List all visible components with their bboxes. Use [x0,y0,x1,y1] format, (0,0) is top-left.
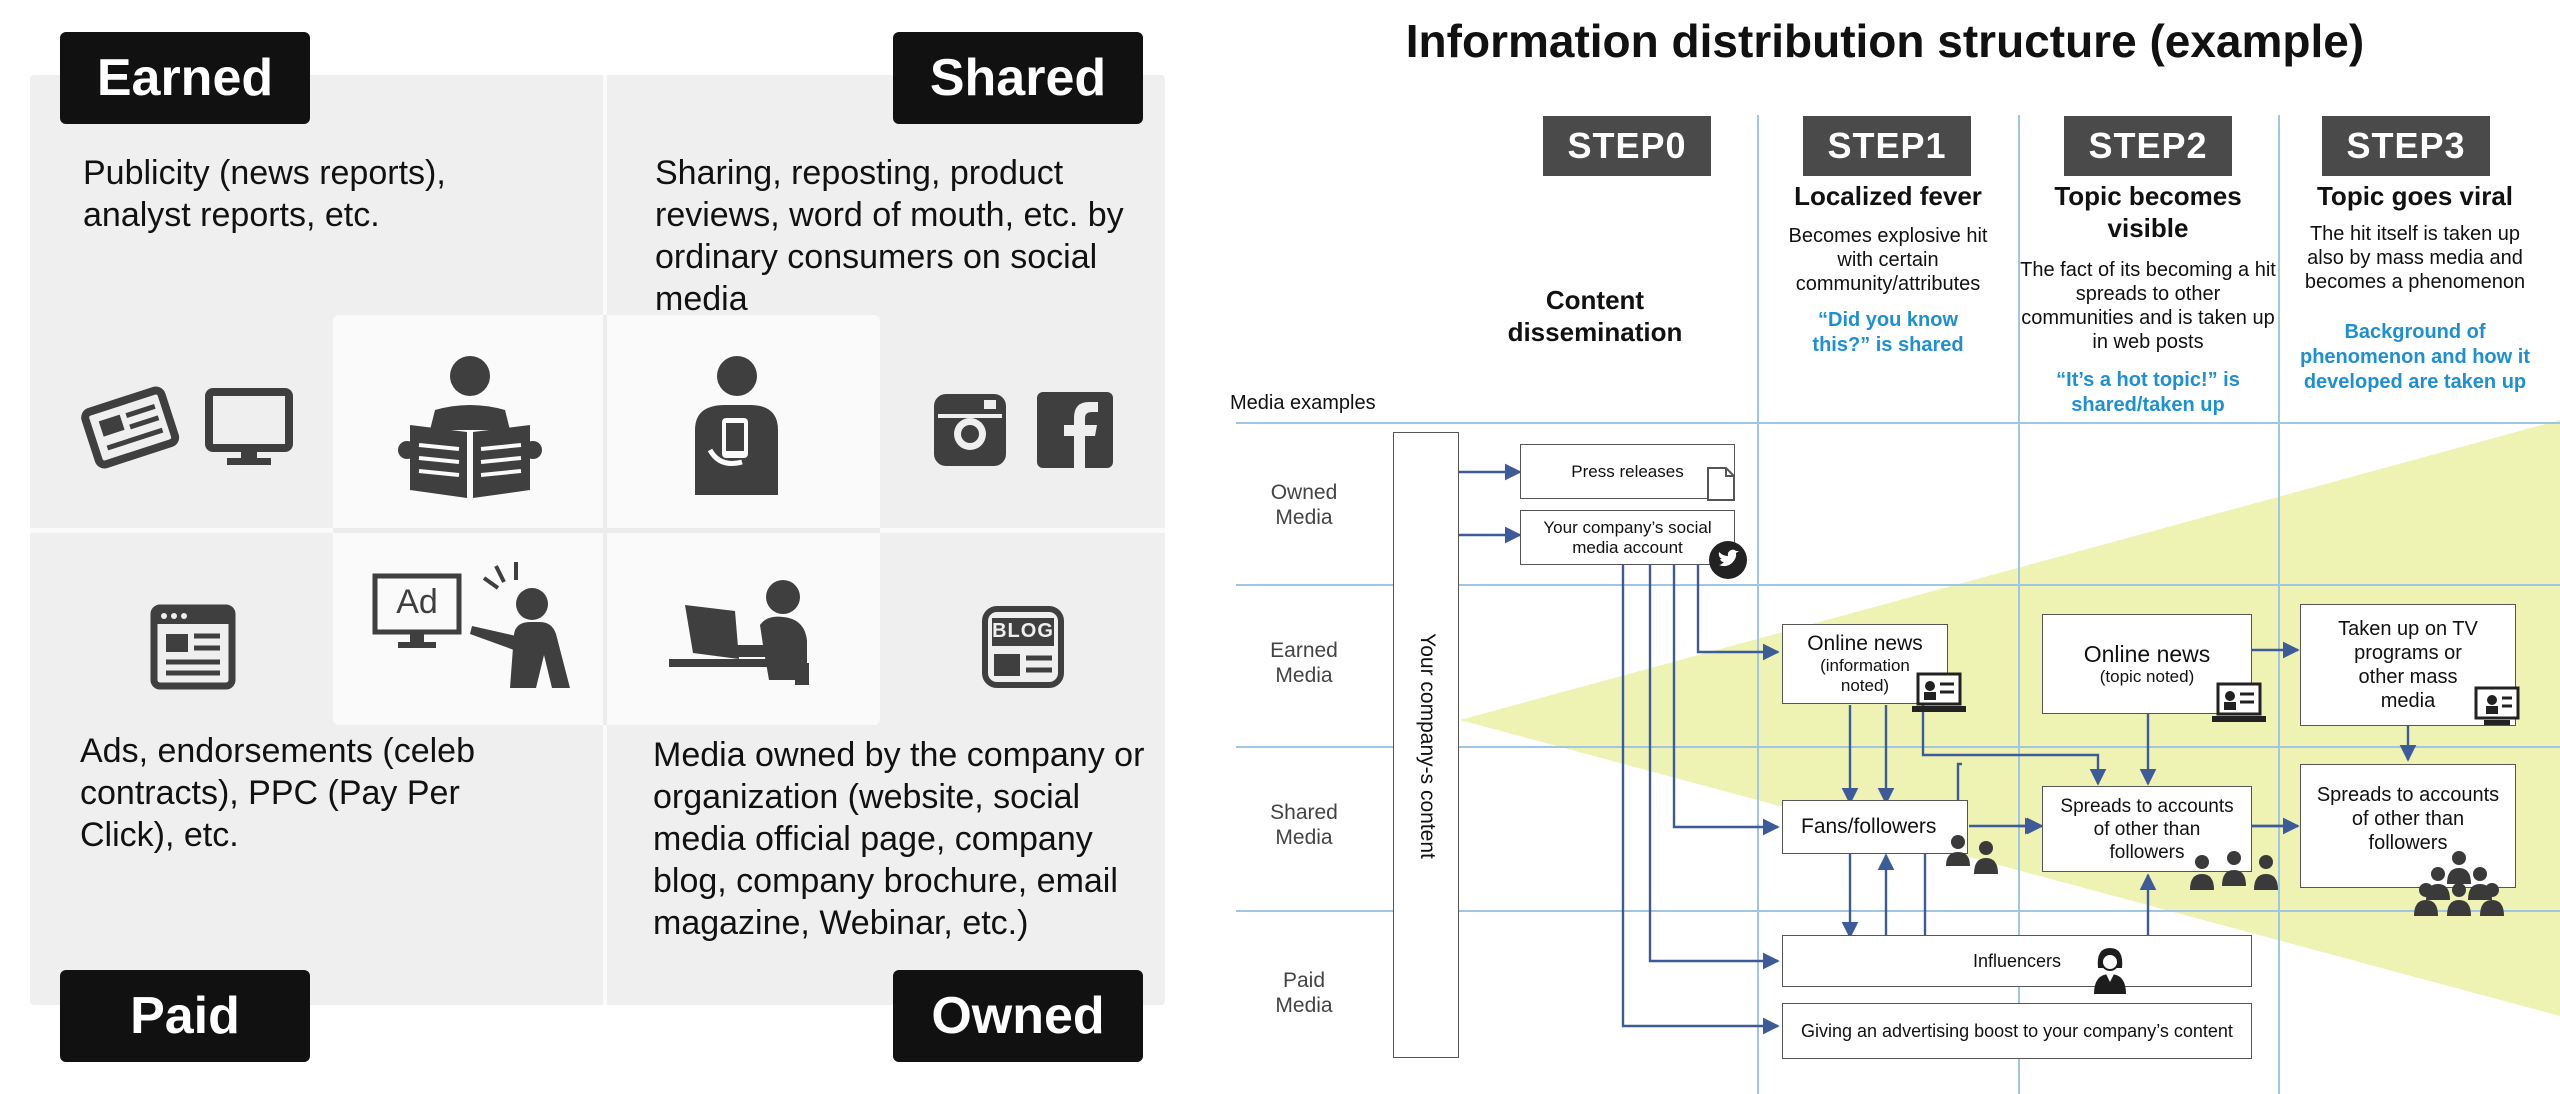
paid-description: Ads, endorsements (celeb contracts), PPC… [80,732,475,854]
row-label-paid: Paid Media [1275,969,1333,1017]
earned-tag: Earned [60,32,310,124]
online-news-info-box: Online news (information noted) [1782,624,1948,704]
paid-tag: Paid [60,970,310,1062]
step-divider-3 [2278,115,2280,1094]
step2-description: The fact of its becoming a hit spreads t… [2020,259,2276,353]
row-separator-top [1236,422,2560,424]
row-label-shared: Shared Media [1270,801,1338,849]
document-icon [1707,467,1735,501]
followers-people-icon [1946,835,1998,874]
media-examples-label: Media examples [1230,392,1376,414]
ad-label: Ad [396,583,438,621]
fans-followers-box: Fans/followers [1782,800,1968,854]
center-divider-vertical [603,315,607,725]
ad-monitor-icon: Ad [372,573,462,653]
tv-presenter-icon [2474,686,2520,725]
crowd-icon-large [2414,851,2504,916]
person-reading-newspaper-icon [398,356,542,498]
influencers-box: Influencers [1782,935,2252,987]
influencer-person-icon [2094,948,2126,994]
peso-quadrant-panel: Earned Shared Paid Owned Publicity (news… [0,0,1210,1094]
person-with-smartphone-icon [695,356,778,495]
blog-icon: BLOG [982,606,1064,688]
step2-highlight: “It’s a hot topic!” is shared/taken up [2056,369,2240,416]
step-divider-1 [1757,115,1759,1094]
step2-tag: STEP2 [2064,116,2232,176]
row-label-earned: Earned Media [1270,639,1338,687]
viral-spread-funnel [1460,420,2560,1016]
facebook-icon [1037,392,1113,468]
press-releases-box: Press releases [1520,444,1735,499]
web-page-icon [150,604,236,690]
spreads-step3-box: Spreads to accounts of other than follow… [2300,764,2516,888]
earned-description: Publicity (news reports), analyst report… [83,154,446,234]
step1-tag: STEP1 [1803,116,1971,176]
advertising-boost-box: Giving an advertising boost to your comp… [1782,1003,2252,1059]
step0-tag: STEP0 [1543,116,1711,176]
twitter-icon [1709,541,1747,579]
row-separator-2 [1236,746,2560,748]
step3-description: The hit itself is taken up also by mass … [2304,223,2526,293]
step3-tag: STEP3 [2322,116,2490,176]
flow-connectors [1459,463,2417,1035]
company-social-account-box: Your company’s social media account [1520,510,1735,565]
owned-tag: Owned [893,970,1143,1062]
center-divider-horizontal [333,528,880,533]
step1-description: Becomes explosive hit with certain commu… [1788,225,1988,295]
newspaper-icon [81,386,180,469]
step3-title: Topic goes viral [2316,181,2513,211]
step0-title: Content dissemination [1507,285,1683,347]
step3-highlight: Background of phenomenon and how it deve… [2300,321,2530,393]
spreads-step2-box: Spreads to accounts of other than follow… [2042,786,2252,872]
person-excited-icon [470,562,570,688]
laptop-news-icon-2 [2212,682,2266,722]
step-divider-2 [2018,115,2020,1094]
step2-title: Topic becomes visible [2054,181,2242,243]
step1-title: Localized fever [1794,181,1982,211]
row-label-owned: Owned Media [1270,481,1338,529]
distribution-diagram-panel: Information distribution structure (exam… [1210,0,2560,1094]
step1-highlight: “Did you know this?” is shared [1812,309,1964,356]
row-separator-3 [1236,910,2560,912]
online-news-info-subtitle: (information noted) [1820,656,1910,695]
monitor-icon [205,388,293,465]
laptop-news-icon-1 [1912,672,1966,712]
crowd-icon-small [2190,851,2278,890]
owned-description: Media owned by the company or organizati… [653,736,1145,942]
shared-description: Sharing, reposting, product reviews, wor… [655,154,1124,318]
online-news-topic-subtitle: (topic noted) [2099,667,2195,686]
instagram-icon [934,394,1006,466]
shared-tag: Shared [893,32,1143,124]
row-separator-1 [1236,584,2560,586]
diagram-title: Information distribution structure (exam… [1405,15,2365,67]
person-at-laptop-icon [669,580,809,685]
online-news-info-title: Online news [1807,632,1923,655]
online-news-topic-title: Online news [2083,641,2211,667]
blog-label: BLOG [992,620,1054,642]
company-content-box: Your company-s content [1393,432,1459,1058]
